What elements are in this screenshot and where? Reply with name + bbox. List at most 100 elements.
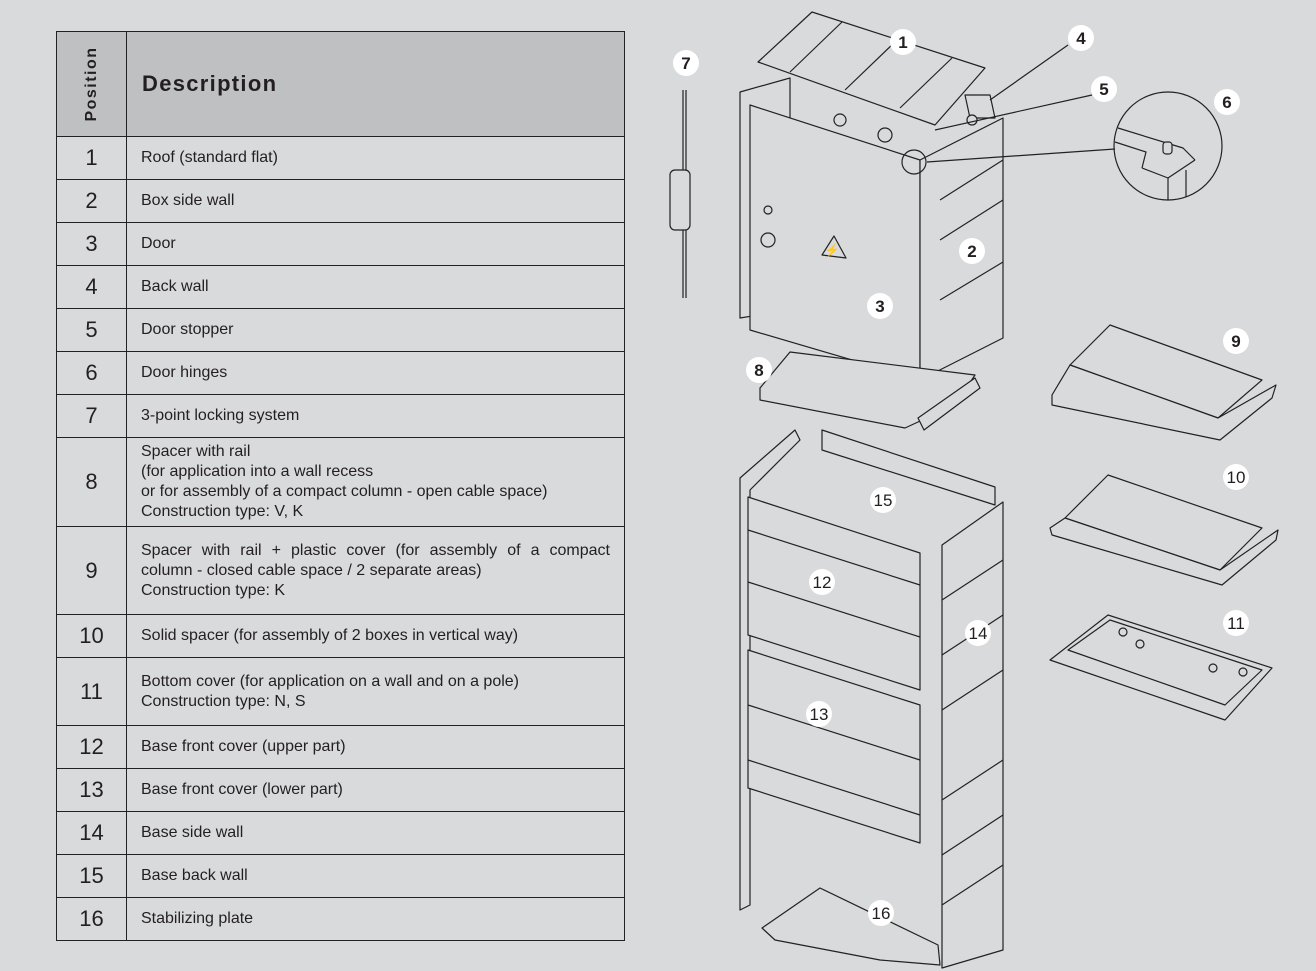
part-description: Door hinges	[126, 351, 625, 395]
position-number: 13	[56, 768, 127, 812]
callout-circle	[965, 620, 991, 646]
description-line: or for assembly of a compact column - op…	[141, 483, 548, 500]
description-line: Stabilizing plate	[141, 910, 254, 927]
callout-11: 11	[1223, 610, 1249, 636]
callout-number: 12	[813, 573, 832, 592]
callout-circle	[1091, 76, 1117, 102]
description-line: (for application into a wall recess	[141, 463, 374, 480]
callout-circle	[746, 357, 772, 383]
part-description: Base back wall	[126, 854, 625, 898]
part-description: Solid spacer (for assembly of 2 boxes in…	[126, 614, 625, 658]
description-line: Base front cover (lower part)	[141, 781, 343, 798]
position-number: 15	[56, 854, 127, 898]
callout-circle	[1068, 25, 1094, 51]
description-line: Base side wall	[141, 824, 244, 841]
callout-14: 14	[965, 620, 991, 646]
hinge-detail-magnifier	[1113, 91, 1223, 201]
callout-4: 4	[1068, 25, 1094, 51]
description-line: Solid spacer (for assembly of 2 boxes in…	[141, 627, 519, 644]
position-number: 6	[56, 351, 127, 395]
callout-circle	[959, 238, 985, 264]
callout-circle	[1214, 89, 1240, 115]
position-number: 3	[56, 222, 127, 266]
callout-number: 2	[967, 242, 976, 261]
part-description: Base side wall	[126, 811, 625, 855]
table-row: 15 Base back wall	[56, 854, 625, 898]
description-line: Spacer with rail + plastic cover (for as…	[141, 541, 610, 579]
description-line: Roof (standard flat)	[141, 149, 278, 166]
callout-16: 16	[868, 900, 894, 926]
callout-number: 15	[874, 491, 893, 510]
callout-7: 7	[673, 50, 699, 76]
callout-13: 13	[806, 701, 832, 727]
position-number: 10	[56, 614, 127, 658]
callout-15: 15	[870, 487, 896, 513]
part-description: Stabilizing plate	[126, 897, 625, 941]
position-number: 9	[56, 526, 127, 615]
position-number: 8	[56, 437, 127, 527]
callout-number: 8	[754, 361, 763, 380]
description-line: Construction type: N, S	[141, 692, 306, 710]
position-number: 2	[56, 179, 127, 223]
description-line: 3-point locking system	[141, 407, 300, 424]
part-description: Spacer with rail + plastic cover (for as…	[126, 526, 625, 615]
description-line: Base front cover (upper part)	[141, 738, 346, 755]
callout-12: 12	[809, 569, 835, 595]
callout-circle	[1223, 610, 1249, 636]
callout-circle	[1223, 328, 1249, 354]
description-line: Box side wall	[141, 192, 235, 209]
table-row: 9 Spacer with rail + plastic cover (for a…	[56, 526, 625, 615]
base-frame	[739, 429, 1004, 969]
description-line: Door stopper	[141, 321, 234, 338]
part-description: Box side wall	[126, 179, 625, 223]
description-line: Base back wall	[141, 867, 248, 884]
callout-6: 6	[1214, 89, 1240, 115]
description-line: Door hinges	[141, 364, 228, 381]
callout-3: 3	[867, 293, 893, 319]
callout-number: 14	[969, 624, 988, 643]
callout-circle	[673, 50, 699, 76]
description-line: Bottom cover (for application on a wall …	[141, 672, 519, 690]
callout-circle	[809, 569, 835, 595]
callout-number: 5	[1099, 80, 1108, 99]
part-description: Door	[126, 222, 625, 266]
callout-number: 6	[1222, 93, 1231, 112]
description-line: Construction type: V, K	[141, 503, 304, 520]
exploded-assembly-drawing: ⚡	[669, 11, 1279, 969]
position-number: 4	[56, 265, 127, 309]
description-line: Spacer with rail	[141, 443, 251, 460]
position-number: 14	[56, 811, 127, 855]
part-description: 3-point locking system	[126, 394, 625, 438]
bottom-cover-part	[1049, 614, 1273, 721]
part-description: Roof (standard flat)	[126, 136, 625, 180]
callout-circle	[1223, 464, 1249, 490]
callout-number: 7	[681, 54, 690, 73]
svg-text:⚡: ⚡	[825, 243, 840, 257]
spacer-rail-part	[759, 351, 981, 431]
description-line: Construction type: K	[141, 581, 286, 599]
back-wall-part	[833, 94, 996, 175]
callout-number: 13	[810, 705, 829, 724]
position-number: 16	[56, 897, 127, 941]
locking-system-part	[669, 90, 691, 298]
leader-lines	[926, 44, 1116, 163]
callout-2: 2	[959, 238, 985, 264]
table-row: 2 Box side wall	[56, 179, 625, 223]
part-description: Base front cover (lower part)	[126, 768, 625, 812]
solid-spacer-part	[1049, 474, 1279, 586]
callout-10: 10	[1223, 464, 1249, 490]
callout-number: 9	[1231, 332, 1240, 351]
table-row: 8 Spacer with rail (for application into a…	[56, 437, 625, 527]
spacer-with-cover-part	[1051, 324, 1277, 441]
callout-5: 5	[1091, 76, 1117, 102]
callout-8: 8	[746, 357, 772, 383]
position-header-label: Position	[82, 46, 100, 122]
callout-1: 1	[890, 29, 916, 55]
callout-number: 1	[898, 33, 907, 52]
